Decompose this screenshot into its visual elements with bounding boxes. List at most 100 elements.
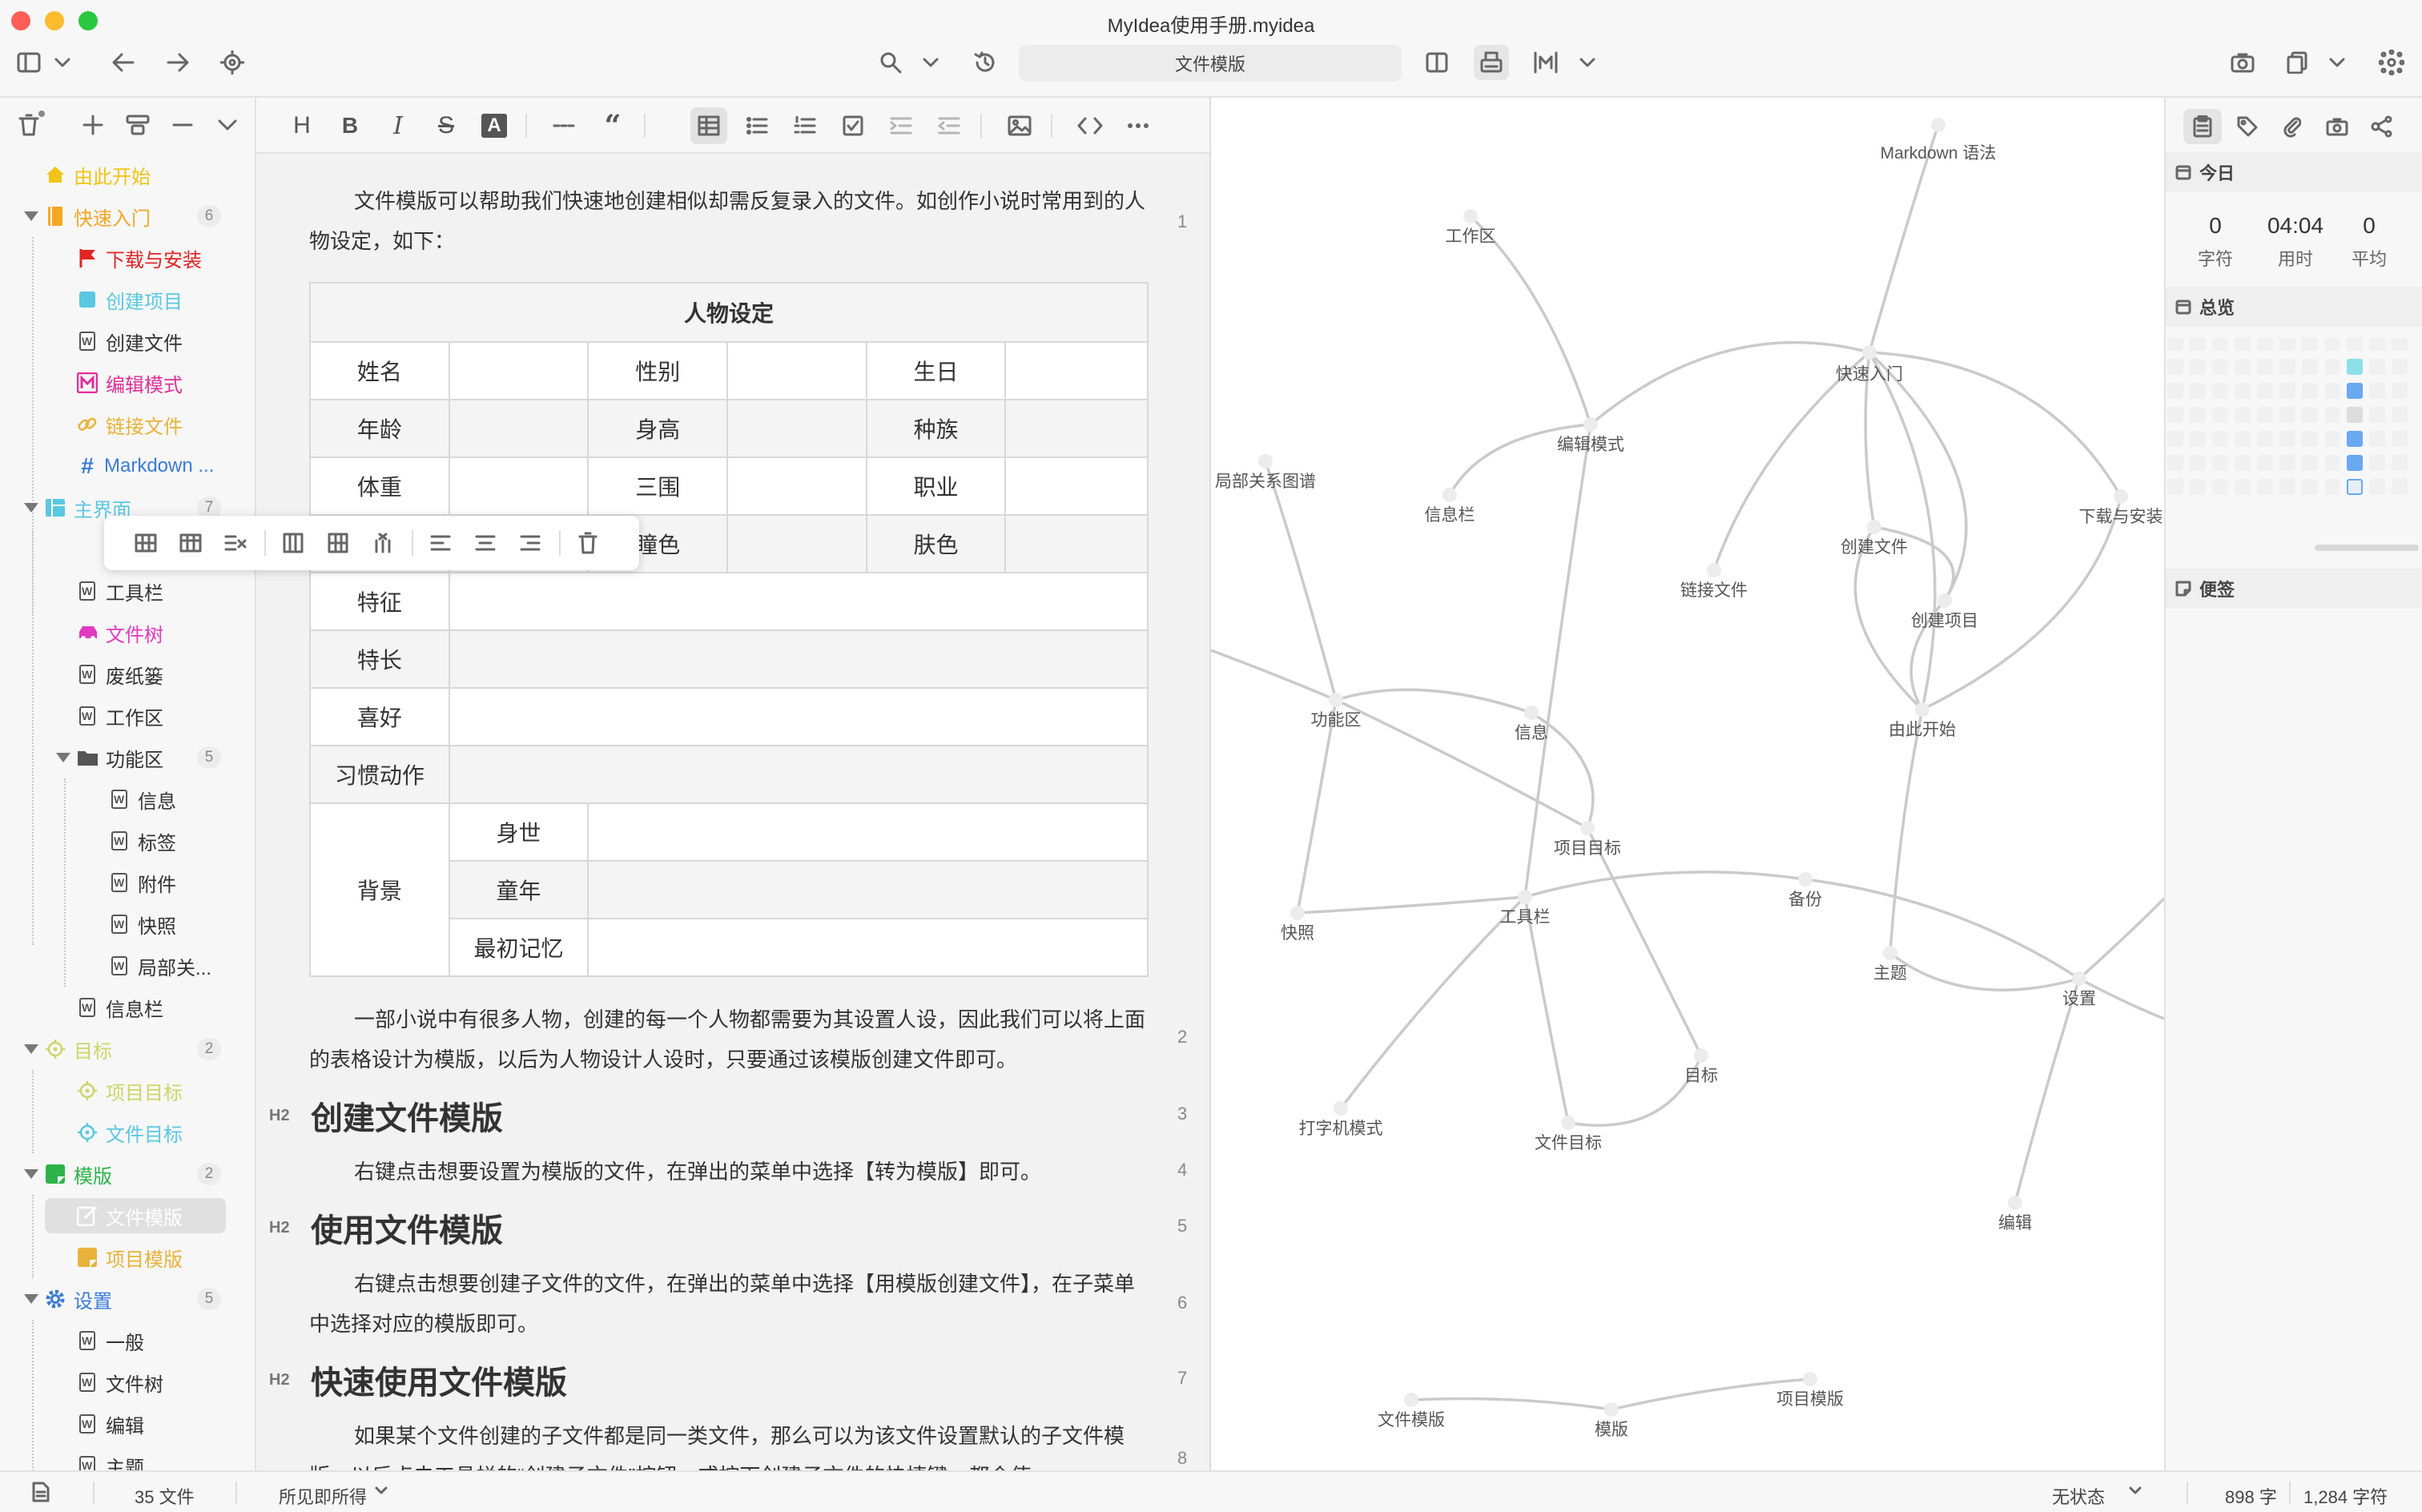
heatmap-cell[interactable] (2279, 338, 2295, 351)
graph-node[interactable] (1883, 946, 1897, 960)
heatmap-cell[interactable] (2190, 359, 2206, 375)
graph-node[interactable] (1334, 1101, 1348, 1116)
heatmap-cell[interactable] (2190, 479, 2206, 495)
heatmap-cell[interactable] (2324, 455, 2340, 471)
heatmap-cell[interactable] (2392, 455, 2408, 471)
align-right-icon[interactable] (513, 525, 548, 561)
graph-node-label[interactable]: 文件模版 (1378, 1411, 1445, 1430)
sidebar-item[interactable]: 链接文件 (0, 404, 255, 445)
heatmap-cell[interactable] (2257, 383, 2273, 399)
heatmap-cell[interactable] (2392, 383, 2408, 399)
table-cell[interactable]: 年龄 (309, 399, 450, 458)
graph-node[interactable] (1258, 454, 1273, 468)
heatmap-cell[interactable] (2235, 359, 2251, 375)
graph-node[interactable] (1580, 821, 1595, 835)
graph-node-label[interactable]: 局部关系图谱 (1215, 472, 1316, 491)
sidebar-item[interactable]: 废纸篓 (0, 653, 255, 695)
heatmap-cell[interactable] (2190, 383, 2206, 399)
minimize-window-button[interactable] (45, 11, 64, 30)
heading[interactable]: 使用文件模版 (311, 1213, 503, 1249)
graph-node-label[interactable]: 编辑模式 (1557, 436, 1624, 454)
collapse-icon[interactable] (167, 109, 199, 141)
checkbox-icon[interactable] (835, 107, 871, 144)
paragraph[interactable]: 右键点击想要创建子文件的文件，在弹出的菜单中选择【用模版创建文件】，在子菜单中选… (309, 1272, 1136, 1336)
sidebar-item[interactable]: 附件 (0, 862, 255, 903)
sidebar-toggle-icon[interactable] (11, 45, 46, 80)
heatmap-cell[interactable] (2392, 338, 2408, 351)
table-cell[interactable]: 最初记忆 (448, 918, 589, 977)
table-cell[interactable] (587, 918, 1149, 977)
graph-canvas[interactable]: Markdown 语法工作区快速入门编辑模式局部关系图谱信息栏创建文件下载与安装… (1211, 98, 2164, 1470)
table-cell[interactable]: 体重 (309, 456, 450, 516)
disclosure-arrow-icon[interactable] (24, 1294, 38, 1304)
disclosure-arrow-icon[interactable] (56, 753, 70, 762)
table-cell[interactable] (448, 687, 1149, 746)
heatmap-cell[interactable] (2392, 359, 2408, 375)
graph-node[interactable] (1803, 1372, 1817, 1386)
back-arrow-icon[interactable] (106, 45, 141, 80)
graph-node-label[interactable]: 创建项目 (1911, 612, 1978, 630)
align-left-icon[interactable] (423, 525, 458, 561)
heatmap-cell[interactable] (2369, 455, 2385, 471)
graph-node[interactable] (1290, 906, 1305, 920)
disclosure-arrow-icon[interactable] (24, 1169, 38, 1179)
horizontal-scrollbar[interactable] (2315, 545, 2419, 551)
sidebar-item[interactable]: 文件模版 (0, 1195, 255, 1237)
table-cell[interactable] (1004, 456, 1149, 516)
heatmap-cell[interactable] (2212, 407, 2228, 423)
sidebar-item[interactable]: 创建项目 (0, 279, 255, 320)
table-cell[interactable]: 特长 (309, 629, 450, 689)
table-cell[interactable]: 种族 (865, 399, 1007, 458)
locate-icon[interactable] (215, 45, 250, 80)
heading[interactable]: 快速使用文件模版 (311, 1365, 567, 1401)
graph-node[interactable] (1583, 417, 1598, 432)
heatmap-cell[interactable] (2392, 431, 2408, 447)
heatmap-cell[interactable] (2212, 338, 2228, 351)
status-select[interactable]: 无状态 (2052, 1487, 2106, 1507)
insert-row-below-icon[interactable] (173, 525, 208, 561)
table-cell[interactable] (448, 629, 1149, 689)
paragraph[interactable]: 一部小说中有很多人物，创建的每一个人物都需要为其设置人设，因此我们可以将上面的表… (309, 1007, 1146, 1072)
more-icon[interactable] (1120, 107, 1157, 144)
network-icon[interactable] (2374, 45, 2409, 80)
table-cell[interactable] (587, 860, 1149, 919)
delete-table-icon[interactable] (570, 525, 606, 561)
table-cell[interactable]: 身高 (587, 399, 729, 458)
heatmap-cell[interactable] (2212, 383, 2228, 399)
graph-node-label[interactable]: 信息栏 (1425, 506, 1475, 525)
delete-row-icon[interactable] (218, 525, 253, 561)
sidebar-item[interactable]: 一般 (0, 1320, 255, 1361)
table-cell[interactable]: 背景 (309, 802, 450, 977)
graph-node[interactable] (2008, 1196, 2022, 1210)
graph-node-label[interactable]: 文件目标 (1535, 1134, 1602, 1152)
graph-node-label[interactable]: 链接文件 (1680, 581, 1748, 600)
graph-node-label[interactable]: 功能区 (1311, 711, 1362, 730)
heatmap-cell[interactable] (2235, 407, 2251, 423)
heatmap-cell[interactable] (2392, 479, 2408, 495)
heatmap-cell[interactable] (2324, 359, 2340, 375)
outdent-icon[interactable] (931, 107, 968, 144)
graph-node[interactable] (1915, 702, 1929, 717)
graph-node[interactable] (1862, 345, 1877, 360)
heatmap-cell[interactable] (2279, 479, 2295, 495)
graph-node[interactable] (1867, 520, 1881, 534)
heatmap-cell[interactable] (2235, 479, 2251, 495)
chevron-down-icon[interactable] (2327, 45, 2347, 80)
disclosure-arrow-icon[interactable] (24, 503, 38, 513)
table-icon[interactable] (690, 107, 727, 144)
graph-node[interactable] (1404, 1393, 1418, 1407)
align-center-icon[interactable] (468, 525, 503, 561)
heatmap-cell[interactable] (2167, 338, 2183, 351)
graph-node-label[interactable]: 设置 (2062, 990, 2096, 1008)
heatmap-cell[interactable] (2190, 407, 2206, 423)
italic-icon[interactable]: I (393, 111, 403, 140)
search-icon[interactable] (873, 45, 908, 80)
graph-node[interactable] (1524, 706, 1539, 720)
table-cell[interactable] (587, 802, 1149, 862)
table-cell[interactable] (726, 399, 867, 458)
indent-icon[interactable] (883, 107, 919, 144)
graph-node[interactable] (1329, 693, 1343, 707)
graph-node[interactable] (1931, 118, 1945, 132)
